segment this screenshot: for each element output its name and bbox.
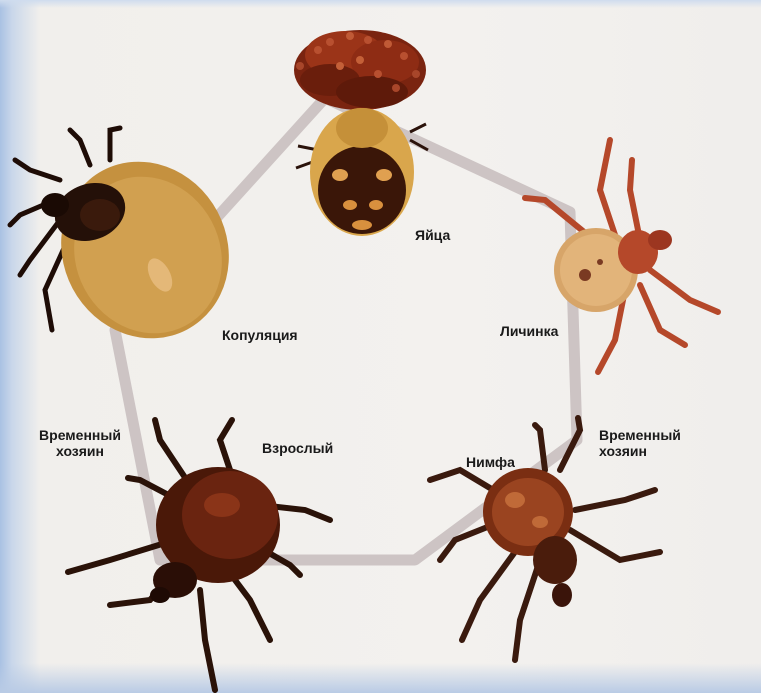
label-nymph: Нимфа (466, 454, 515, 470)
female-tick-icon (296, 108, 428, 236)
label-larva: Личинка (500, 323, 558, 339)
label-copulation: Копуляция (222, 327, 298, 343)
label-eggs: Яйца (415, 227, 450, 243)
label-host-right: Временный хозяин (599, 427, 695, 459)
label-host-left: Временный хозяин (31, 427, 129, 459)
label-adult: Взрослый (262, 440, 333, 456)
egg-mass-icon (294, 30, 426, 110)
